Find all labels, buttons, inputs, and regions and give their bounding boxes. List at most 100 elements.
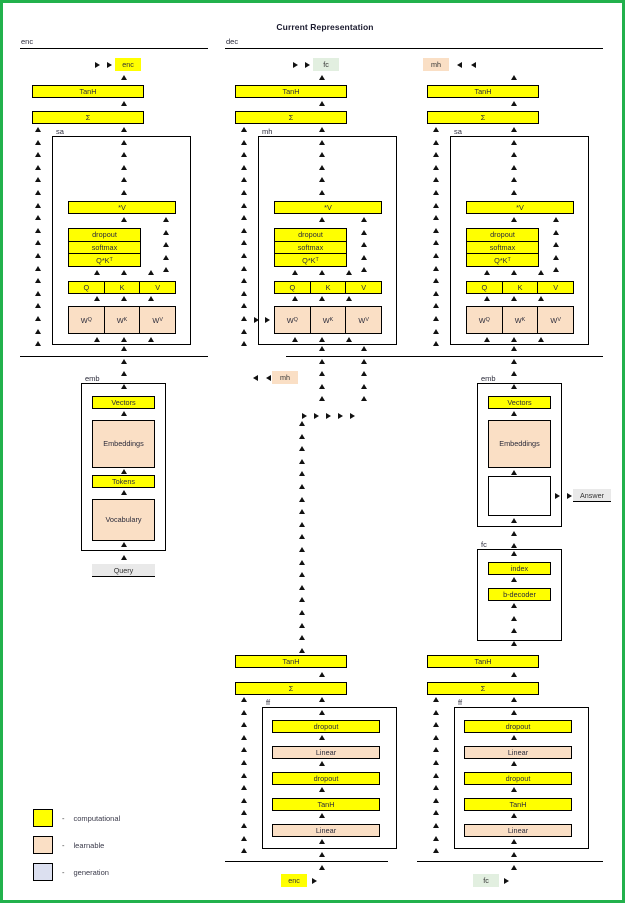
block-vectors-dec[interactable]: Vectors (488, 396, 551, 409)
block-sum-sa2[interactable]: Σ (427, 111, 539, 124)
cell-k-enc[interactable]: K (104, 282, 141, 293)
block-linear2-mh[interactable]: Linear (272, 746, 380, 759)
block-mulv-enc[interactable]: *V (68, 201, 176, 214)
arrow-up-icon (511, 346, 517, 351)
block-mulv-mh[interactable]: *V (274, 201, 382, 214)
arrow-up-icon (241, 215, 247, 220)
block-linear2-dec[interactable]: Linear (464, 746, 572, 759)
block-sum-enc[interactable]: Σ (32, 111, 144, 124)
block-sum-mh[interactable]: Σ (235, 111, 347, 124)
block-sum-sa2-ff[interactable]: Σ (427, 682, 539, 695)
arrow-up-icon (511, 411, 517, 416)
arrow-up-icon (511, 551, 517, 556)
arrow-up-icon (553, 230, 559, 235)
arrow-up-icon (121, 346, 127, 351)
arrow-up-icon (35, 177, 41, 182)
block-tanh-mh-ff[interactable]: TanH (235, 655, 347, 668)
cell-q-mh[interactable]: Q (275, 282, 311, 293)
legend-dash: - (62, 840, 65, 850)
cell-k-mh[interactable]: K (310, 282, 347, 293)
cell-v-mh[interactable]: V (346, 282, 382, 293)
tag-mh-mid[interactable]: mh (272, 371, 298, 384)
block-qkv-enc[interactable]: Q K V (68, 281, 176, 294)
tag-mh-top[interactable]: mh (423, 58, 449, 71)
block-dropout-enc[interactable]: dropout (69, 229, 140, 242)
block-tanh-enc[interactable]: TanH (32, 85, 144, 98)
tag-query[interactable]: Query (92, 564, 155, 577)
arrow-up-icon (121, 296, 127, 301)
cell-v-enc[interactable]: V (140, 282, 176, 293)
block-qkv-mh[interactable]: Q K V (274, 281, 382, 294)
arrow-up-icon (241, 697, 247, 702)
arrow-up-icon (292, 337, 298, 342)
block-sum-mh-ff[interactable]: Σ (235, 682, 347, 695)
arrow-up-icon (538, 337, 544, 342)
block-dropout-sa2[interactable]: dropout (467, 229, 538, 242)
arrow-up-icon (35, 253, 41, 258)
cell-q-enc[interactable]: Q (69, 282, 105, 293)
block-tanh-mh[interactable]: TanH (235, 85, 347, 98)
block-tanh-sa2[interactable]: TanH (427, 85, 539, 98)
arrow-right-icon (293, 62, 298, 68)
tag-fc-bottom[interactable]: fc (473, 874, 499, 887)
block-vocabulary-enc[interactable]: Vocabulary (92, 499, 155, 541)
arrow-up-icon (299, 434, 305, 439)
block-embeddings-enc[interactable]: Embeddings (92, 420, 155, 468)
block-tanh-ff-dec[interactable]: TanH (464, 798, 572, 811)
block-linear1-mh[interactable]: Linear (272, 824, 380, 837)
block-dropout-mh[interactable]: dropout (275, 229, 346, 242)
block-bdecoder-dec[interactable]: b-decoder (488, 588, 551, 601)
block-embeddings-dec[interactable]: Embeddings (488, 420, 551, 468)
legend-swatch-generation (33, 863, 53, 881)
page-title: Current Representation (276, 22, 374, 32)
tag-enc-top[interactable]: enc (115, 58, 141, 71)
block-dropout2-dec[interactable]: dropout (464, 720, 572, 733)
tag-fc-top[interactable]: fc (313, 58, 339, 71)
block-qkv-sa2[interactable]: Q K V (466, 281, 574, 294)
cell-v-sa2[interactable]: V (538, 282, 574, 293)
tag-enc-bottom[interactable]: enc (281, 874, 307, 887)
arrow-up-icon (241, 190, 247, 195)
block-dropout1-dec[interactable]: dropout (464, 772, 572, 785)
block-vectors-enc[interactable]: Vectors (92, 396, 155, 409)
cell-q-sa2[interactable]: Q (467, 282, 503, 293)
block-softmax-mh[interactable]: softmax (275, 241, 346, 255)
block-softmax-enc[interactable]: softmax (69, 241, 140, 255)
block-linear1-dec[interactable]: Linear (464, 824, 572, 837)
block-tanh-sa2-ff[interactable]: TanH (427, 655, 539, 668)
arrow-up-icon (433, 747, 439, 752)
block-mulv-sa2[interactable]: *V (466, 201, 574, 214)
arrow-right-icon (305, 62, 310, 68)
block-dropout2-mh[interactable]: dropout (272, 720, 380, 733)
arrow-up-icon (511, 337, 517, 342)
cell-k-sa2[interactable]: K (502, 282, 539, 293)
block-tanh-ff-mh[interactable]: TanH (272, 798, 380, 811)
arrow-up-icon (511, 761, 517, 766)
block-softmax-sa2[interactable]: softmax (467, 241, 538, 255)
block-index-dec[interactable]: index (488, 562, 551, 575)
block-tokens-enc[interactable]: Tokens (92, 475, 155, 488)
tag-answer[interactable]: Answer (573, 489, 611, 502)
arrow-up-icon (35, 228, 41, 233)
block-out-dec[interactable]: out (488, 476, 551, 516)
block-dropout1-mh[interactable]: dropout (272, 772, 380, 785)
section-rule-dec (225, 48, 603, 49)
